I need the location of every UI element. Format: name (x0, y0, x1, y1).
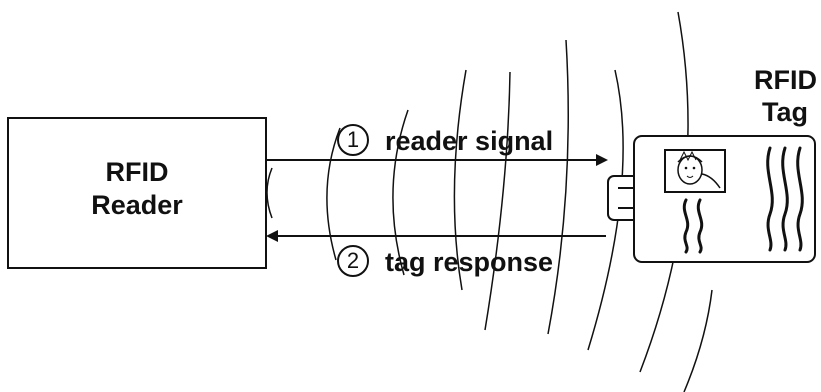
reader-label: RFID Reader (8, 156, 266, 222)
tag-label-line2: Tag (762, 97, 808, 127)
badge-text-lines-right (766, 146, 804, 252)
reader-label-line2: Reader (91, 190, 183, 220)
reader-box (7, 117, 267, 269)
step-1-label: reader signal (385, 126, 554, 156)
step-1-number-badge: 1 (337, 124, 369, 156)
step-2-label: tag response (385, 247, 554, 277)
tag-label-line1: RFID (754, 65, 817, 95)
tag-label: RFID Tag (754, 64, 817, 128)
reader-label-line1: RFID (105, 157, 169, 187)
badge-text-lines-left (682, 198, 704, 254)
portrait-icon (664, 149, 726, 193)
id-badge-icon (607, 135, 816, 263)
step-2-number-badge: 2 (337, 245, 369, 277)
